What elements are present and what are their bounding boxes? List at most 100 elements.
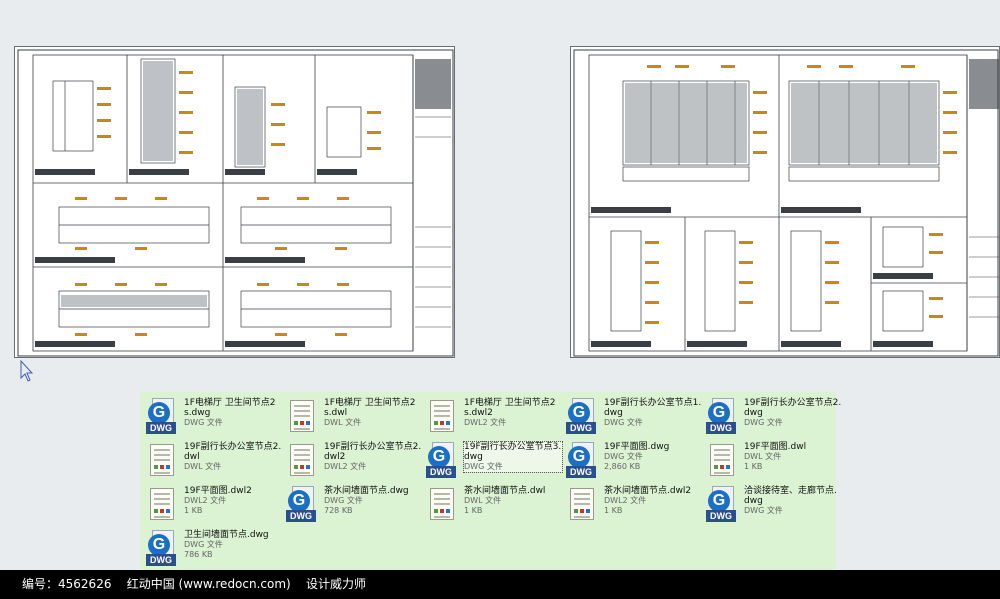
file-type: DWG 文件 — [184, 540, 223, 549]
dwg-logo-label: DWG — [566, 466, 596, 478]
file-type: DWG 文件 — [744, 418, 783, 427]
dwg-logo-letter: G — [708, 490, 730, 512]
file-type: DWG 文件 — [324, 496, 363, 505]
file-type: DWL2 文件 — [184, 496, 227, 505]
dwl-file-icon — [146, 442, 176, 480]
dwl-file-icon — [146, 486, 176, 524]
footer-id-value: 4562626 — [58, 577, 112, 591]
footer-id-label: 编号： — [22, 577, 59, 591]
dwg-logo-label: DWG — [706, 510, 736, 522]
file-name: 19F平面图.dwg — [604, 442, 670, 452]
cad-drawing-preview-right — [570, 46, 1000, 358]
file-name: 19F副行长办公室节点2.dwl2 — [324, 442, 422, 462]
dwg-logo-label: DWG — [146, 554, 176, 566]
dwl-file-icon — [286, 442, 316, 480]
file-name: 1F电梯厅 卫生间节点2s.dwl2 — [464, 398, 556, 418]
file-name: 茶水间墙面节点.dwl2 — [604, 486, 692, 496]
file-name: 19F副行长办公室节点1.dwg — [604, 398, 702, 418]
footer-slogan: 设计威力师 — [306, 577, 367, 591]
file-type: DWL2 文件 — [604, 496, 647, 505]
file-type: DWG 文件 — [744, 506, 783, 515]
file-name: 卫生间墙面节点.dwg — [184, 530, 269, 540]
dwg-logo-label: DWG — [426, 466, 456, 478]
dwl-file-icon — [426, 398, 456, 436]
dwg-logo-label: DWG — [566, 422, 596, 434]
cad-drawing-preview-left — [14, 46, 455, 358]
file-type: DWG 文件 — [184, 418, 223, 427]
file-name: 19F副行长办公室节点2.dwg — [744, 398, 842, 418]
dwg-logo-letter: G — [428, 446, 450, 468]
cad-drawing-right-art — [573, 49, 999, 357]
dwg-logo-label: DWG — [286, 510, 316, 522]
file-size: 728 KB — [324, 506, 353, 515]
file-size: 2,860 KB — [604, 462, 641, 471]
footer-watermark-bar: 编号：4562626 红动中国 (www.redocn.com) 设计威力师 — [0, 570, 1000, 599]
dwg-logo-letter: G — [148, 534, 170, 556]
file-type: DWL 文件 — [184, 462, 222, 471]
file-type: DWL2 文件 — [464, 418, 507, 427]
dwg-logo-letter: G — [288, 490, 310, 512]
dwg-logo-letter: G — [568, 446, 590, 468]
file-name: 洽谈接待室、走廊节点.dwg — [744, 486, 837, 506]
cad-drawing-left-art — [17, 49, 454, 357]
dwg-logo-letter: G — [708, 402, 730, 424]
file-name: 19F副行长办公室节点2.dwl — [184, 442, 282, 462]
file-type: DWG 文件 — [464, 462, 503, 471]
file-type: DWG 文件 — [604, 418, 643, 427]
mouse-cursor-icon — [20, 360, 34, 382]
dwl-file-icon — [286, 398, 316, 436]
file-name: 1F电梯厅 卫生间节点2s.dwl — [324, 398, 416, 418]
file-type: DWG 文件 — [604, 452, 643, 461]
footer-site: 红动中国 (www.redocn.com) — [126, 577, 291, 591]
file-type: DWL2 文件 — [324, 462, 367, 471]
file-size: 1 KB — [464, 506, 483, 515]
file-type: DWL 文件 — [464, 496, 502, 505]
dwg-logo-letter: G — [568, 402, 590, 424]
file-size: 1 KB — [184, 506, 203, 515]
dwl-file-icon — [566, 486, 596, 524]
file-type: DWL 文件 — [744, 452, 782, 461]
dwl-file-icon — [426, 486, 456, 524]
dwg-logo-label: DWG — [706, 422, 736, 434]
file-name: 茶水间墙面节点.dwg — [324, 486, 409, 496]
file-size: 786 KB — [184, 550, 213, 559]
